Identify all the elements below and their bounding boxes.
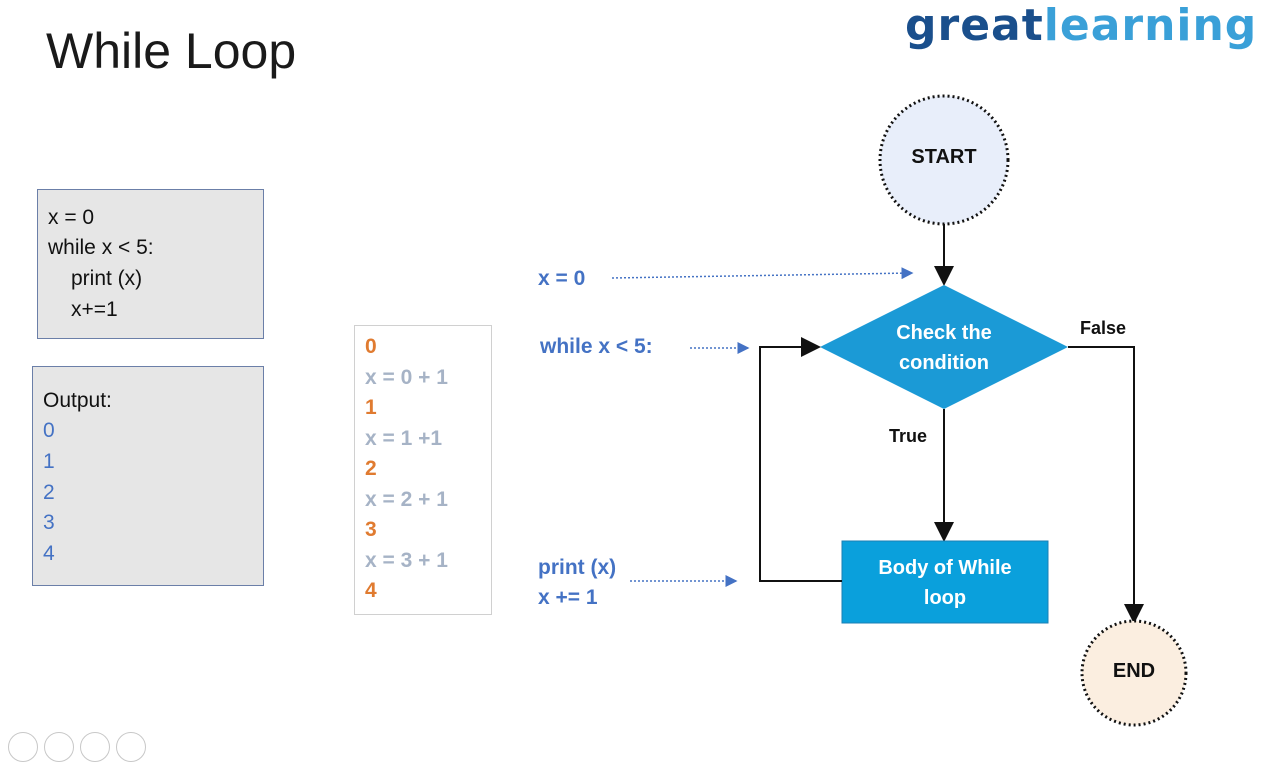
pen-icon[interactable] [8,732,38,762]
body-node [841,540,1049,624]
output-value: 0 [43,419,55,442]
flowchart [611,94,1188,727]
brand-logo: greatlearning [905,0,1257,51]
logo-learning: learning [1043,0,1258,51]
output-box: Output: 0 1 2 3 4 [32,366,264,586]
end-label: END [1112,660,1156,682]
annotation-body-2: x += 1 [538,586,598,609]
logo-great: great [905,0,1044,51]
trace-step: x = 1 +1 [365,427,443,450]
trace-box: 0 x = 0 + 1 1 x = 1 +1 2 x = 2 + 1 3 x =… [354,325,492,615]
true-label: True [889,426,928,446]
code-line: print (x) [71,267,143,290]
slide-title: While Loop [46,23,297,79]
condition-line-1: Check the [896,322,992,344]
condition-label: Check the condition [860,318,1028,378]
code-line: while x < 5: [48,236,154,259]
annotation-arrow-init [611,267,914,280]
zoom-icon[interactable] [80,732,110,762]
printer-icon[interactable] [44,732,74,762]
code-box: x = 0 while x < 5: print (x) x+=1 [37,189,264,339]
trace-value: 0 [365,335,377,358]
output-value: 3 [43,511,55,534]
trace-value: 1 [365,396,377,419]
false-label: False [1080,318,1127,338]
start-label: START [911,146,977,168]
output-label: Output: [43,389,112,412]
code-line: x+=1 [71,298,118,321]
more-icon[interactable] [116,732,146,762]
code-line: x = 0 [48,206,95,229]
annotation-loop: while x < 5: [540,335,653,358]
output-value: 2 [43,481,55,504]
body-label: Body of While loop [842,553,1048,613]
trace-step: x = 3 + 1 [365,549,448,572]
output-value: 4 [43,542,55,565]
body-line-2: loop [923,587,967,609]
trace-step: x = 2 + 1 [365,488,448,511]
annotation-init: x = 0 [538,267,586,290]
annotation-body-1: print (x) [538,556,617,579]
output-value: 1 [43,450,55,473]
trace-value: 3 [365,518,377,541]
trace-step: x = 0 + 1 [365,366,448,389]
body-line-1: Body of While [878,557,1012,579]
slide-controls [8,732,152,767]
edge-loop-back [759,337,842,582]
edge-false [1068,346,1144,624]
end-node [1080,619,1188,727]
trace-value: 2 [365,457,377,480]
condition-line-2: condition [899,352,989,374]
condition-node [820,285,1068,409]
trace-value: 4 [365,579,377,602]
